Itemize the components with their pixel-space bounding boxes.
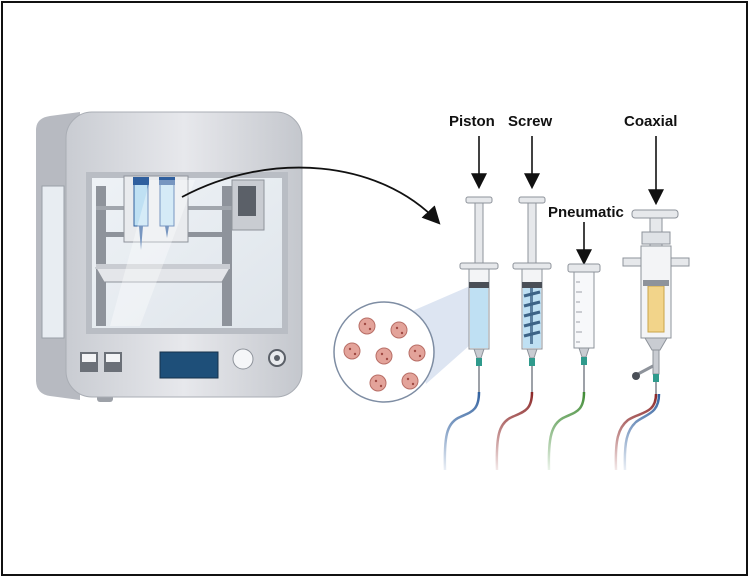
piston-syringe-icon [443, 136, 499, 471]
screw-syringe-icon [495, 136, 552, 471]
coaxial-syringe-icon [614, 136, 690, 471]
3d-printer-icon [36, 111, 303, 402]
coaxial-label: Coaxial [624, 113, 678, 130]
cell-icon [343, 317, 426, 392]
cell-magnifier [333, 286, 470, 403]
piston-label: Piston [449, 113, 495, 130]
connector-arrow [181, 166, 441, 225]
pneumatic-syringe-icon [547, 222, 601, 471]
pneumatic-label: Pneumatic [548, 204, 624, 221]
screw-label: Screw [508, 113, 553, 130]
